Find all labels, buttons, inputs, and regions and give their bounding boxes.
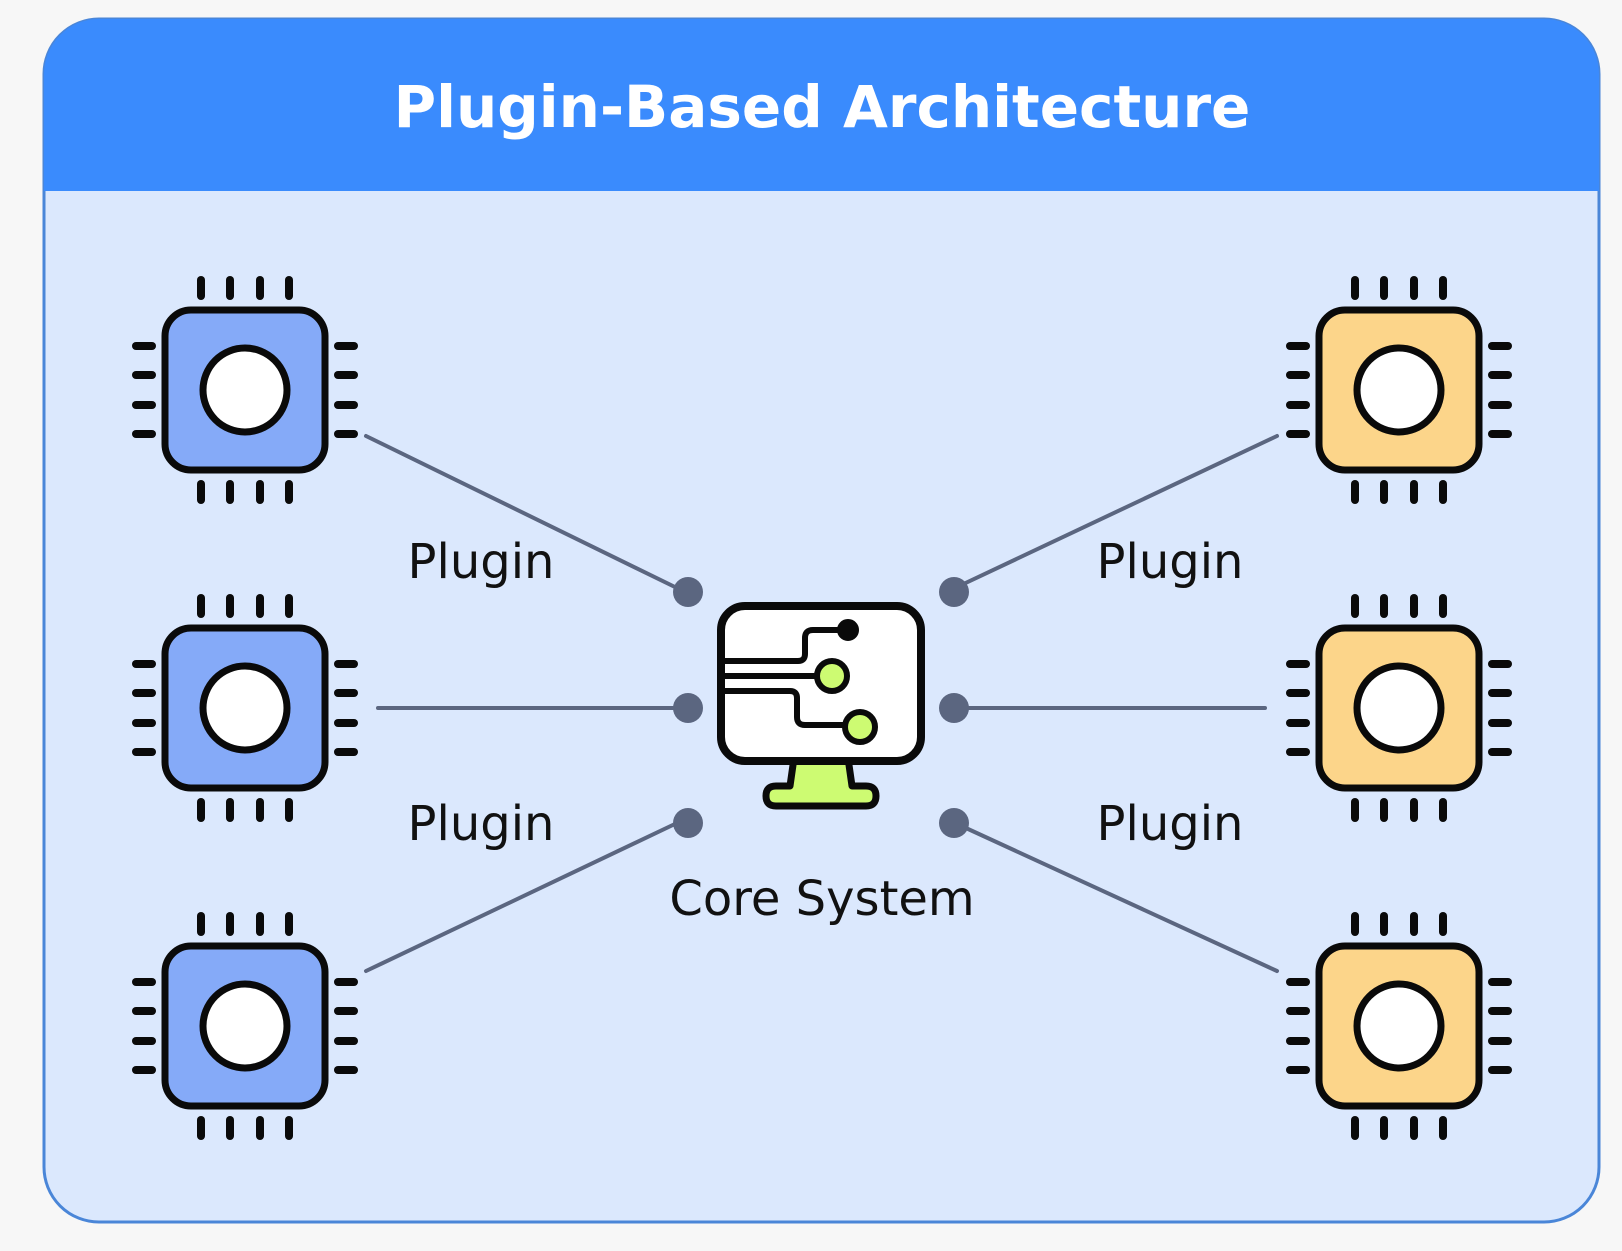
plugin-chip-right-1: chip-icon	[1286, 276, 1512, 504]
connector-right-3	[953, 821, 1279, 973]
plugin-chip-left-1: chip-icon	[132, 276, 358, 504]
connector-dot-left-3	[673, 808, 703, 838]
header-bar	[44, 19, 1599, 191]
plugin-label-bottom-left: Plugin	[408, 796, 555, 852]
diagram-title: Plugin-Based Architecture	[394, 73, 1251, 141]
plugin-label-top-left: Plugin	[408, 534, 555, 590]
connector-dot-right-2	[939, 693, 969, 723]
plugin-chip-left-3: chip-icon	[132, 912, 358, 1140]
connector-dot-left-2	[673, 693, 703, 723]
plugin-label-top-right: Plugin	[1097, 534, 1244, 590]
connector-left-1	[364, 434, 679, 590]
plugin-chips: chip-icon chip-icon chip-icon chip-icon chip…	[132, 276, 1512, 1140]
connectors	[364, 434, 1279, 973]
connector-dot-left-1	[673, 577, 703, 607]
connector-right-1	[953, 434, 1279, 590]
core-system-label: Core System	[669, 871, 974, 927]
plugin-chip-left-2: chip-icon	[132, 594, 358, 822]
connector-left-3	[364, 821, 679, 973]
connector-dot-right-3	[939, 808, 969, 838]
core-system	[717, 602, 925, 810]
plugin-chip-right-2: chip-icon	[1286, 594, 1512, 822]
plugin-chip-right-3: chip-icon	[1286, 912, 1512, 1140]
connector-dot-right-1	[939, 577, 969, 607]
connector-dots	[673, 577, 969, 838]
plugin-label-bottom-right: Plugin	[1097, 796, 1244, 852]
monitor-circuit-icon	[717, 602, 925, 810]
